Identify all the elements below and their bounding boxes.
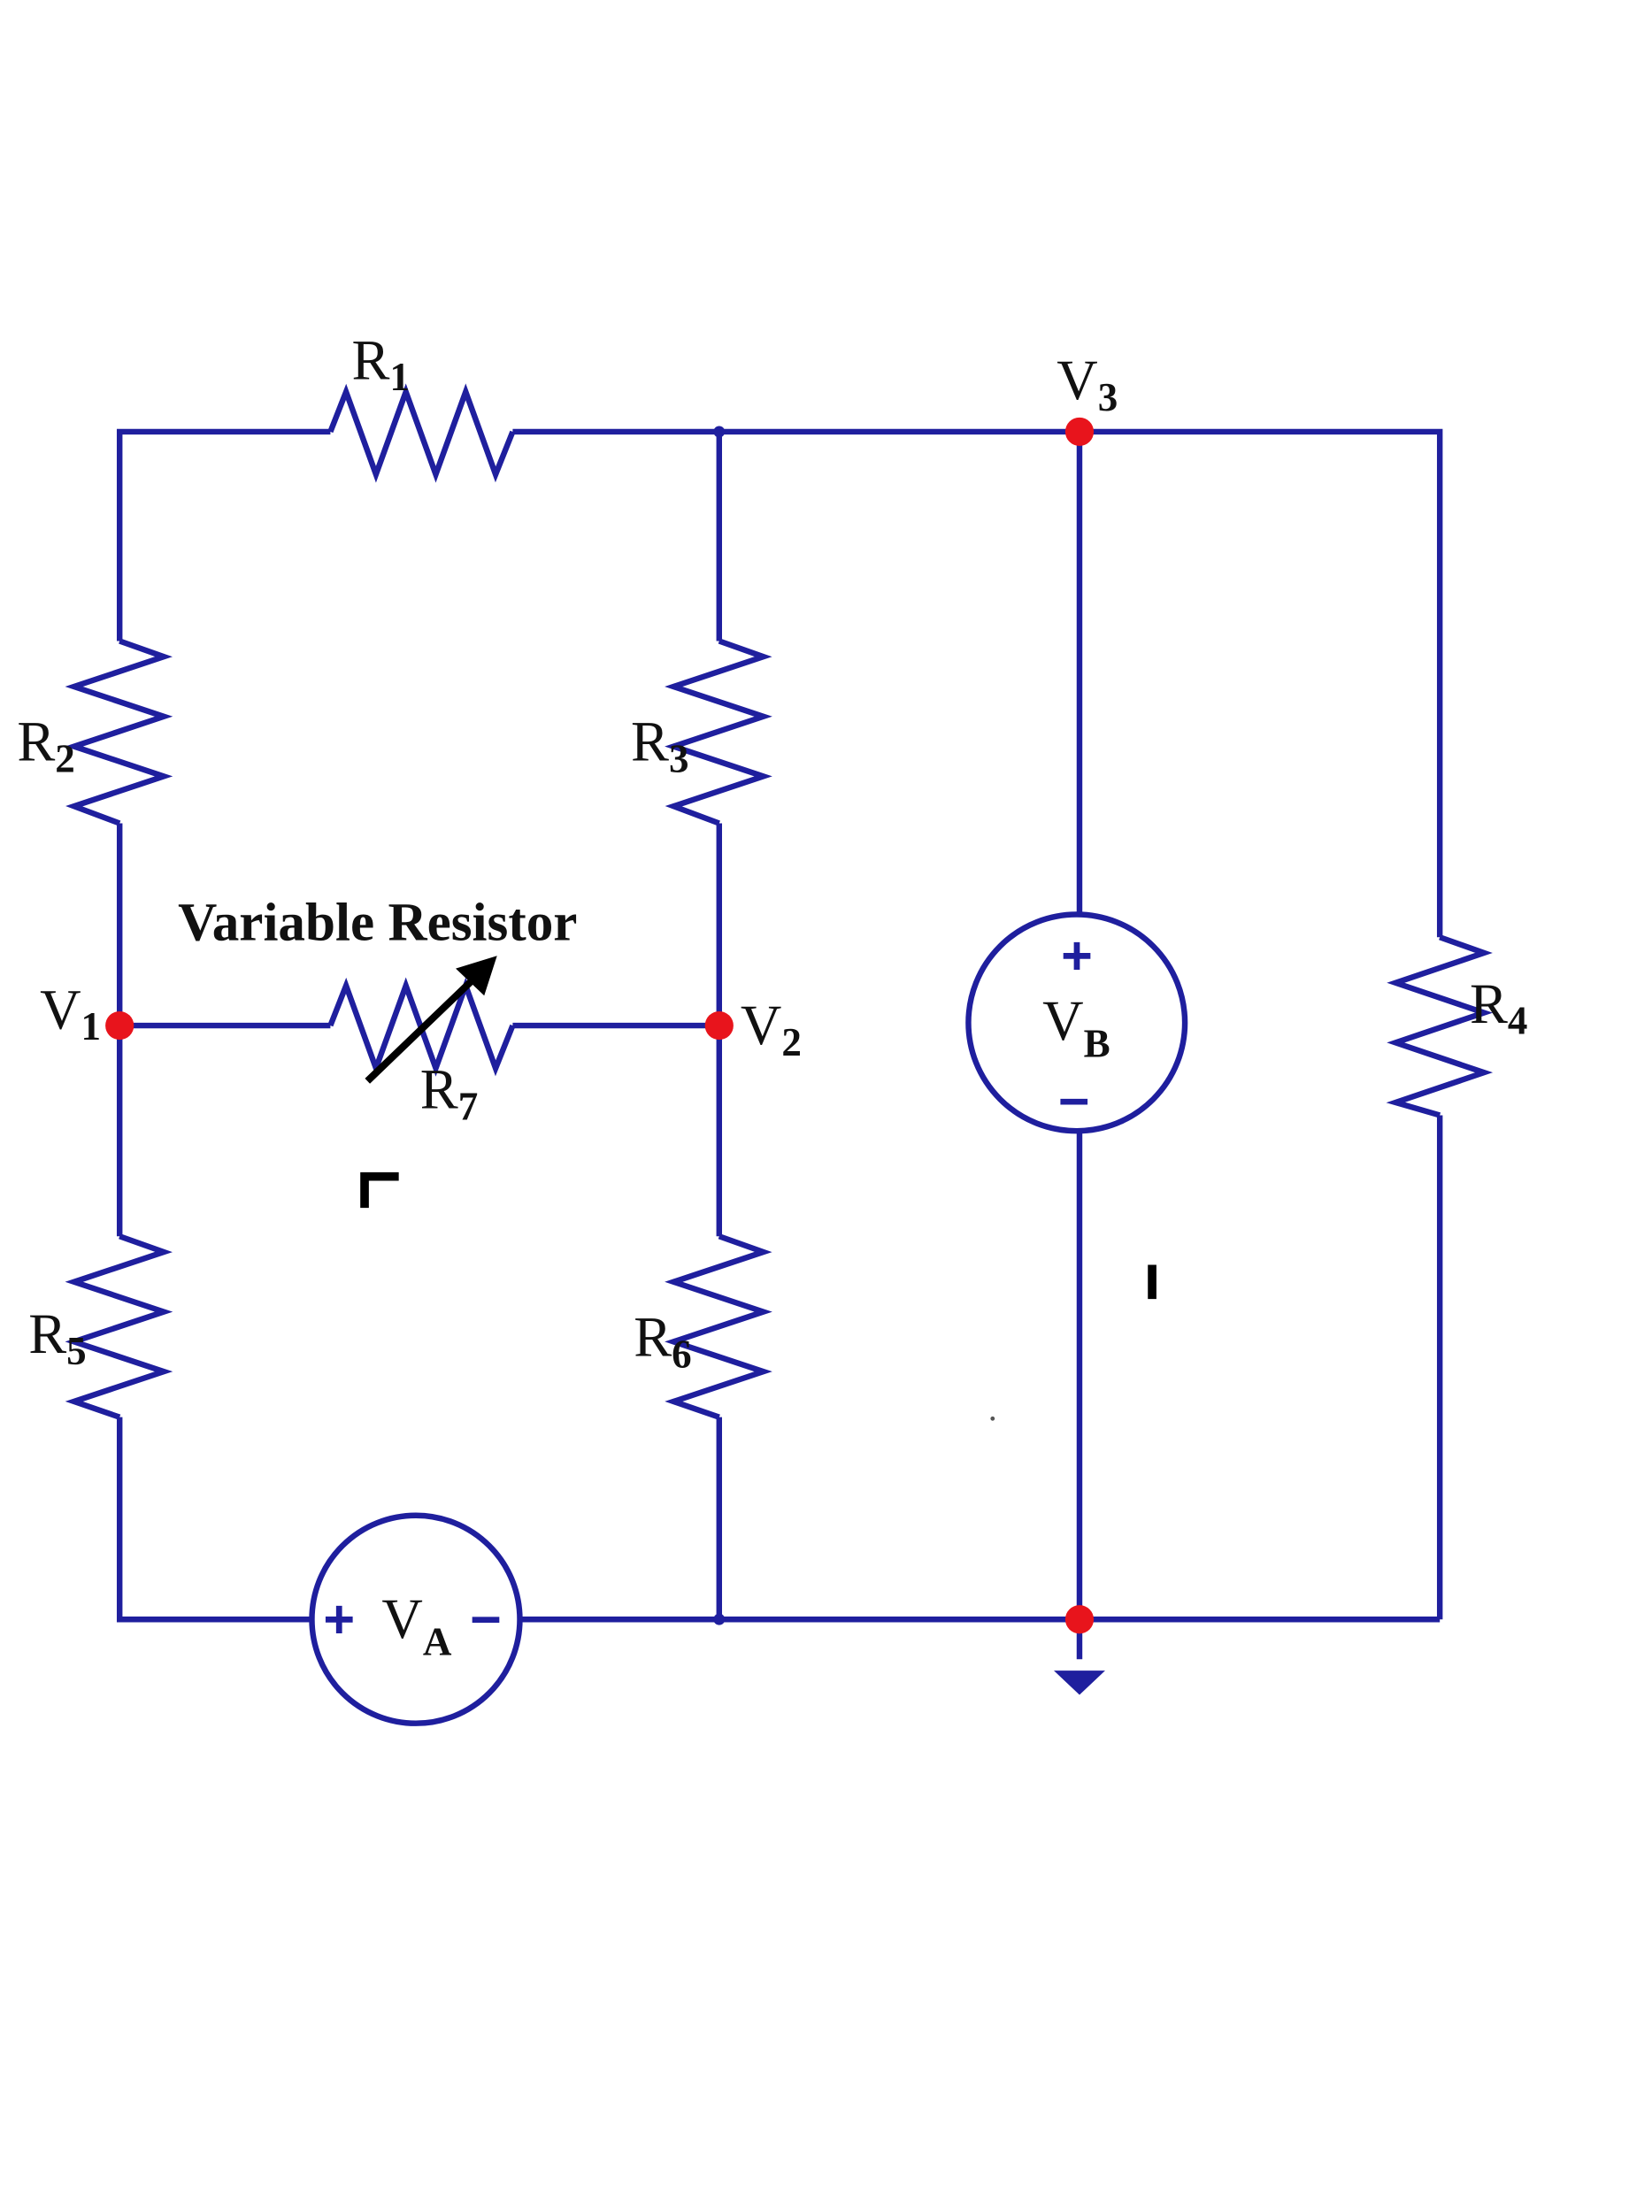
variable-resistor-label: Variable Resistor: [178, 892, 577, 952]
va-plus-sign: +: [323, 1589, 355, 1649]
resistor-r4: [1386, 934, 1494, 1118]
label-v2: V2: [741, 994, 802, 1064]
va-label: VA: [381, 1587, 451, 1663]
wire-top-left-corner: [116, 428, 331, 641]
stray-dot: [990, 1416, 995, 1421]
vb-plus-sign: +: [1061, 926, 1093, 986]
node-v1: [105, 1010, 134, 1041]
junction-dot: [713, 1613, 726, 1625]
vb-label: VB: [1042, 989, 1110, 1065]
label-r6: R6: [634, 1305, 691, 1376]
wires: [116, 428, 1443, 1660]
resistor-r6: [665, 1233, 772, 1420]
label-v3: V3: [1057, 349, 1118, 419]
junction-dot: [713, 426, 726, 438]
variable-arrow-icon: [365, 956, 497, 1084]
label-r5: R5: [28, 1302, 86, 1373]
va-minus-sign: −: [470, 1589, 502, 1649]
voltage-source-vb: + − VB: [965, 911, 1188, 1134]
label-r3: R3: [631, 710, 688, 781]
resistor-r1: [327, 383, 516, 483]
resistor-r3: [665, 638, 772, 826]
wire-top: [512, 428, 1443, 938]
label-r4: R4: [1470, 972, 1527, 1043]
ground-icon: [1054, 1671, 1105, 1695]
node-v2: [704, 1010, 734, 1041]
vb-minus-sign: −: [1058, 1071, 1090, 1131]
label-r2: R2: [17, 710, 74, 781]
resistor-r2: [65, 638, 173, 826]
voltage-source-va: + − VA: [309, 1512, 523, 1726]
label-r7: R7: [420, 1057, 478, 1128]
resistor-r5: [65, 1233, 173, 1420]
node-v3: [1064, 417, 1095, 447]
stray-corner-mark: [360, 1171, 399, 1209]
node-ground: [1064, 1605, 1095, 1634]
wire-left-bottom: [116, 1417, 312, 1623]
label-v1: V1: [40, 978, 101, 1048]
label-r1: R1: [352, 328, 410, 399]
